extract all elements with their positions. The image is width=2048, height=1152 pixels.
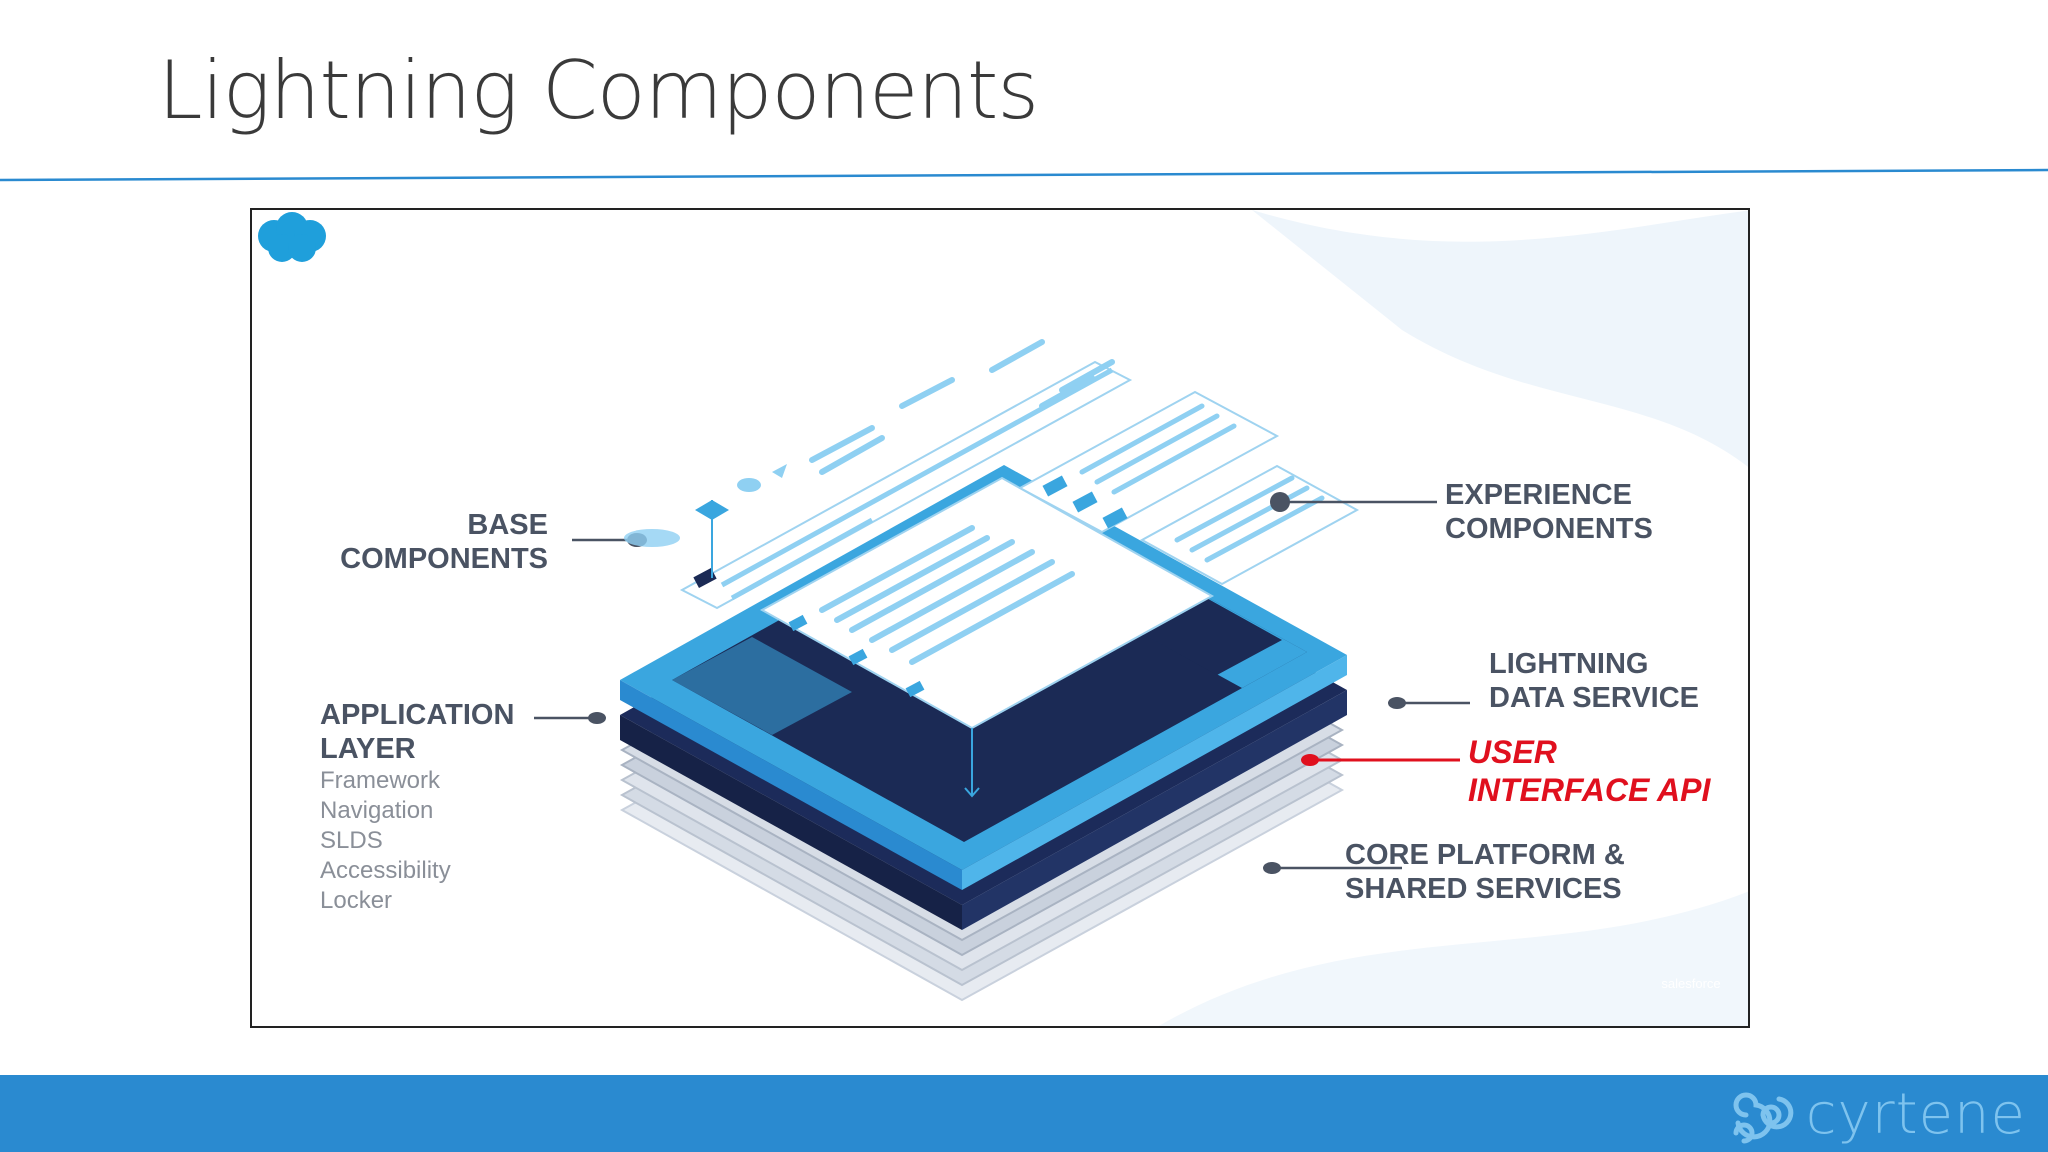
app-item-framework: Framework [320, 767, 441, 794]
title-divider [0, 168, 2048, 182]
label-lightning-data-service: LIGHTNING DATA SERVICE [1489, 648, 1700, 714]
app-item-navigation: Navigation [320, 797, 434, 824]
base-components-strip [679, 339, 1133, 610]
label-application-layer: APPLICATION LAYER Framework Navigation S… [320, 699, 515, 914]
cyrtene-logo: cyrtene [1716, 1082, 2026, 1147]
app-item-slds: SLDS [320, 827, 383, 854]
app-item-locker: Locker [320, 887, 393, 914]
cyrtene-swirl-icon [1733, 1092, 1793, 1143]
slide-title: Lightning Components [158, 44, 1039, 137]
label-experience-components: EXPERIENCE COMPONENTS [1445, 479, 1653, 545]
brand-name: cyrtene [1805, 1082, 2026, 1147]
architecture-diagram: salesforce BASE COMPONENTS EXPERIENCE CO… [250, 208, 1750, 1028]
salesforce-cloud-icon [258, 212, 326, 262]
salesforce-badge-label: salesforce [1661, 976, 1721, 991]
label-user-interface-api: USER INTERFACE API [1468, 734, 1711, 808]
label-core-platform: CORE PLATFORM & SHARED SERVICES [1345, 839, 1625, 905]
footer-bar [0, 1075, 2048, 1152]
center-component-card [759, 476, 1215, 798]
app-item-accessibility: Accessibility [320, 857, 451, 884]
label-base-components: BASE COMPONENTS [340, 509, 548, 575]
